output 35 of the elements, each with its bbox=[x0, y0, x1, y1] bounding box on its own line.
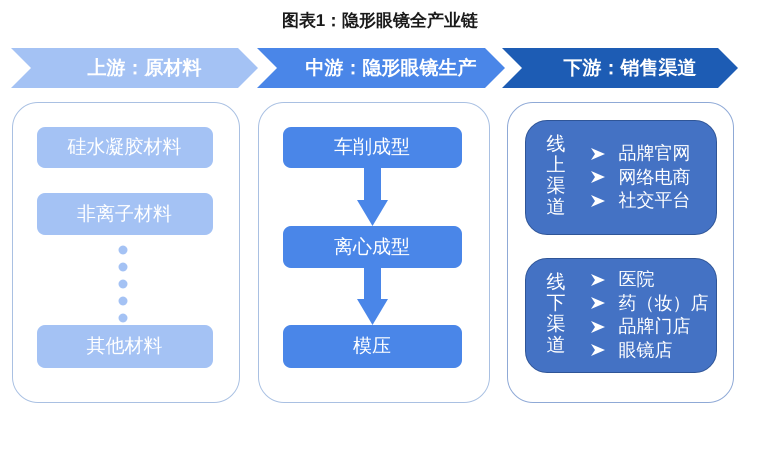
channel-item: 医院 bbox=[618, 268, 654, 292]
stage-heading: 下游：销售渠道 bbox=[564, 56, 696, 81]
material-box bbox=[36, 324, 212, 368]
chart-title: 图表1：隐形眼镜全产业链 bbox=[282, 11, 478, 30]
channel-box bbox=[524, 258, 716, 372]
material-label: 硅水凝胶材料 bbox=[68, 136, 182, 160]
channel-item: 品牌官网 bbox=[618, 142, 690, 165]
rounded-panel bbox=[12, 102, 240, 403]
chevron-banner bbox=[257, 48, 505, 88]
material-label: 其他材料 bbox=[86, 335, 162, 359]
channel-heading: 线下渠道 bbox=[546, 273, 566, 357]
channel-item: 社交平台 bbox=[618, 189, 690, 212]
chevron-banner bbox=[502, 48, 738, 88]
channel-item: 网络电商 bbox=[618, 166, 690, 188]
process-label: 车削成型 bbox=[334, 136, 410, 160]
channel-item: 眼镜店 bbox=[618, 338, 672, 362]
material-box bbox=[36, 126, 212, 168]
block-arrow bbox=[357, 168, 388, 226]
process-box bbox=[282, 126, 462, 168]
process-box bbox=[282, 226, 462, 268]
channel-item: 品牌门店 bbox=[618, 315, 690, 338]
process-label: 离心成型 bbox=[334, 236, 410, 260]
process-box bbox=[282, 324, 462, 368]
process-label: 模压 bbox=[353, 335, 391, 359]
rounded-panel bbox=[507, 102, 734, 403]
channel-item: 药（妆）店 bbox=[618, 292, 708, 315]
material-box bbox=[36, 192, 212, 234]
block-arrow bbox=[357, 268, 388, 325]
stage-heading: 中游：隐形眼镜生产 bbox=[306, 56, 476, 81]
stage-heading: 上游：原材料 bbox=[88, 57, 202, 81]
channel-heading: 线上渠道 bbox=[546, 135, 566, 219]
chevron-banner bbox=[11, 48, 258, 88]
rounded-panel bbox=[258, 102, 490, 403]
material-label: 非离子材料 bbox=[77, 202, 172, 226]
channel-box bbox=[524, 120, 716, 234]
